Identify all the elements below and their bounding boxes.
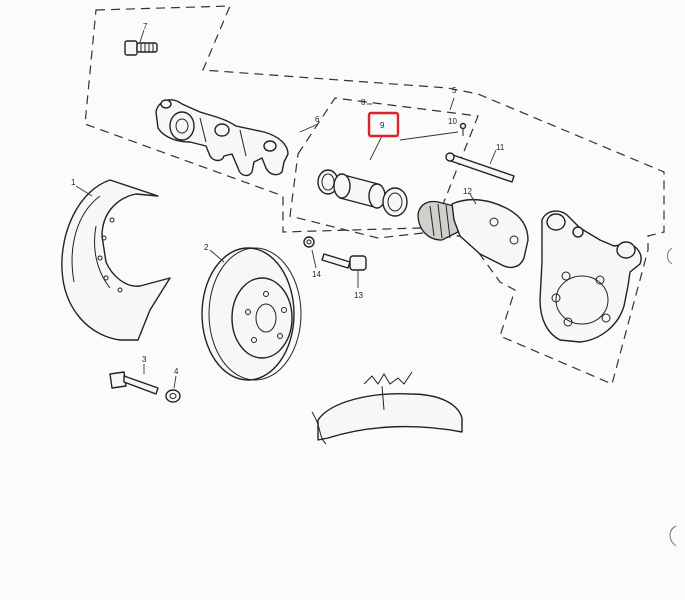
label-part-9: 9 (380, 121, 385, 130)
label-part-1: 1 (71, 178, 76, 187)
label-part-7: 7 (143, 22, 148, 31)
pad-retaining-pin-part (445, 152, 515, 183)
label-part-6: 6 (315, 115, 320, 124)
caliper-bracket-part (539, 210, 642, 343)
piston-part (317, 169, 408, 217)
label-part-2: 2 (204, 243, 209, 252)
label-part-3: 3 (142, 355, 147, 364)
dust-shield-part (61, 179, 171, 341)
label-part-11: 11 (496, 143, 505, 152)
caliper-bolt-part (321, 253, 367, 271)
bolt-part (109, 371, 159, 395)
label-part-10: 10 (448, 117, 457, 126)
lock-washer-part (303, 236, 315, 248)
part-9-highlight (367, 111, 400, 138)
washer-part (165, 389, 181, 403)
bleed-screw-part (124, 40, 158, 56)
brake-pad-part (417, 198, 529, 269)
caliper-housing-part (155, 99, 289, 177)
label-part-8: 8 (361, 98, 366, 107)
label-part-13: 13 (354, 291, 363, 300)
label-part-12: 12 (463, 187, 472, 196)
label-part-14: 14 (312, 270, 321, 279)
brake-disc-part (201, 247, 302, 381)
pin-retainer-part (459, 122, 467, 136)
label-part-4: 4 (174, 367, 179, 376)
pad-sketch (311, 371, 463, 445)
assembly-5-boundary (84, 5, 665, 385)
label-part-5: 5 (452, 86, 457, 95)
